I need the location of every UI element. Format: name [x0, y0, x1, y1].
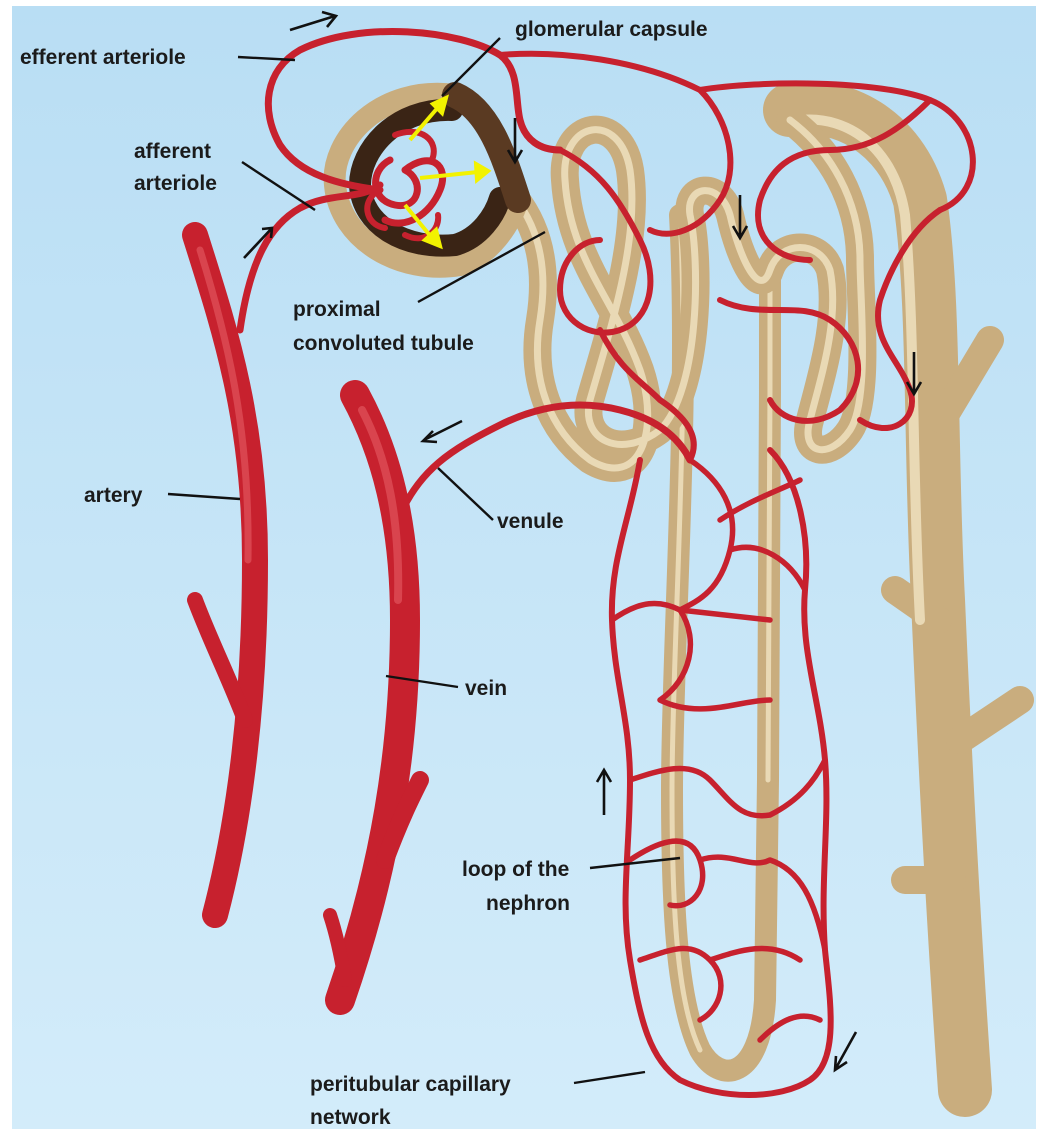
- label-glomerular-capsule: glomerular capsule: [515, 18, 708, 41]
- label-efferent-arteriole: efferent arteriole: [20, 46, 186, 69]
- label-afferent-arteriole-line2: arteriole: [134, 172, 217, 195]
- label-artery: artery: [84, 484, 143, 507]
- label-vein: vein: [465, 677, 507, 700]
- label-loop-line2: nephron: [486, 892, 570, 915]
- label-venule: venule: [497, 510, 564, 533]
- label-peritubular-line2: network: [310, 1106, 391, 1129]
- label-peritubular-line1: peritubular capillary: [310, 1073, 511, 1096]
- label-proximal-line2: convoluted tubule: [293, 332, 474, 355]
- label-proximal-line1: proximal: [293, 298, 381, 321]
- label-afferent-arteriole-line1: afferent: [134, 140, 211, 163]
- label-loop-line1: loop of the: [462, 858, 569, 881]
